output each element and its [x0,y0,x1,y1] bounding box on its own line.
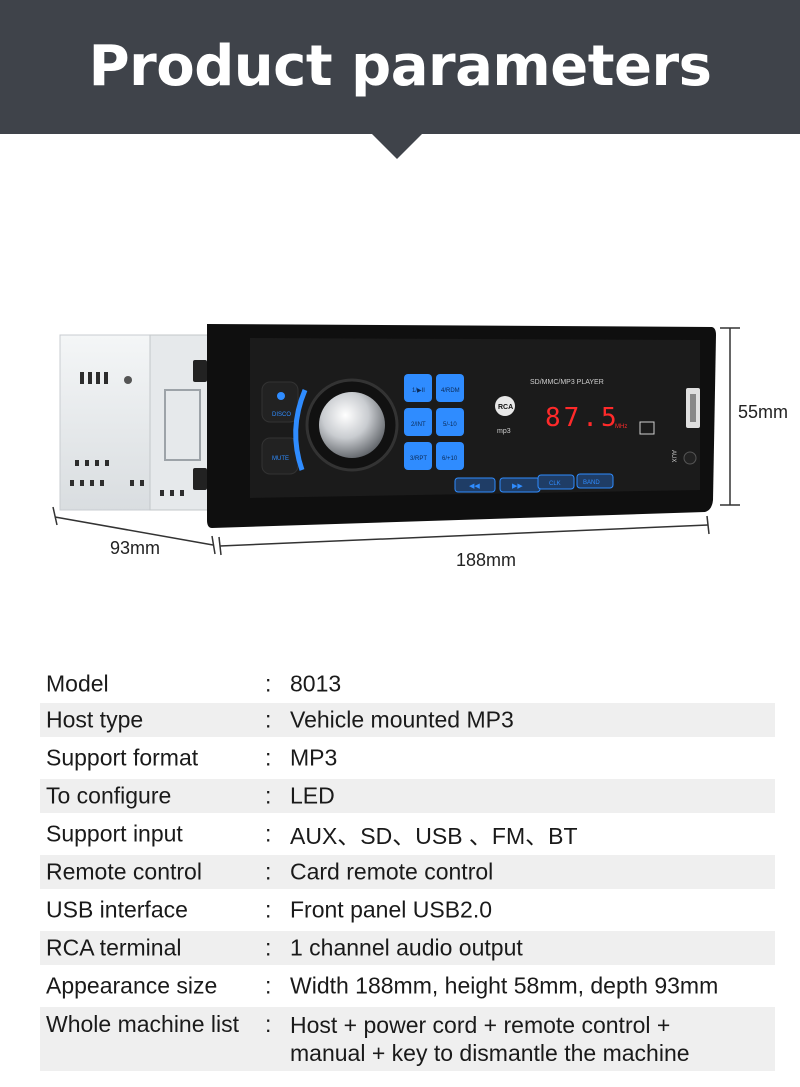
aux-jack [683,451,697,465]
chassis [59,334,216,511]
svg-text:4/RDM: 4/RDM [441,388,460,394]
mp3-badge: mp3 [497,428,511,435]
spec-colon: : [265,934,272,961]
frequency-unit: MHz [615,424,627,430]
page-title: Product parameters [88,34,712,99]
spec-colon: : [265,744,272,771]
front-panel: DISCO MUTE 1/▶II 2/INT 3/RPT 4/RDM 5/-10 [207,324,716,528]
dimension-lines [52,327,740,556]
spec-label: Remote control [46,858,202,885]
svg-text:5/-10: 5/-10 [443,422,457,428]
spec-value: AUX、SD、USB 、FM、BT [290,823,578,849]
spec-row-to-configure: To configure : LED [40,779,775,813]
svg-text:CLK: CLK [549,481,561,487]
spec-row-support-input: Support input : AUX、SD、USB 、FM、BT [40,813,775,855]
car-stereo-image: DISCO MUTE 1/▶II 2/INT 3/RPT 4/RDM 5/-10 [52,324,788,570]
spec-label: Whole machine list [46,1011,240,1037]
spec-colon: : [265,670,272,697]
spec-value: MP3 [290,744,338,771]
disco-label: DISCO [272,412,291,418]
spec-row-model: Model : 8013 [40,665,775,703]
spec-colon: : [265,858,272,885]
spec-row-host-type: Host type : Vehicle mounted MP3 [40,703,775,737]
spec-label: Model [46,670,109,697]
spec-value: Front panel USB2.0 [290,896,493,923]
svg-text:6/+10: 6/+10 [442,456,458,462]
svg-text:BAND: BAND [583,480,600,486]
svg-text:3/RPT: 3/RPT [410,456,427,462]
bottom-buttons: ◀◀ ▶▶ CLK BAND [454,473,614,493]
spec-row-whole-machine-list: Whole machine list : Host + power cord +… [40,1007,775,1071]
banner-pointer [371,133,423,159]
spec-value: 8013 [290,670,342,697]
height-dimension: 55mm [738,402,788,422]
spec-table: Model : 8013 Host type : Vehicle mounted… [40,665,775,1071]
spec-row-appearance-size: Appearance size : Width 188mm, height 58… [40,965,775,1007]
volume-knob[interactable] [319,392,385,458]
spec-value: Width 188mm, height 58mm, depth 93mm [290,972,719,999]
mute-label: MUTE [272,456,289,462]
spec-colon: : [265,896,272,923]
svg-text:2/INT: 2/INT [411,422,426,428]
spec-label: USB interface [46,896,188,923]
spec-row-rca-terminal: RCA terminal : 1 channel audio output [40,931,775,965]
spec-value: Host + power cord + remote control + man… [290,1012,690,1066]
spec-colon: : [265,782,272,809]
spec-label: To configure [46,782,172,809]
depth-dimension: 93mm [110,538,160,558]
spec-label: Support format [46,744,199,771]
spec-colon: : [265,706,272,733]
spec-colon: : [265,820,272,847]
header-banner: Product parameters [0,0,800,134]
rca-badge: RCA [498,404,513,411]
spec-colon: : [265,1011,272,1037]
spec-value: 1 channel audio output [290,934,523,961]
spec-row-support-format: Support format : MP3 [40,737,775,779]
width-dimension: 188mm [456,550,516,570]
svg-text:▶▶: ▶▶ [512,483,523,490]
svg-text:◀◀: ◀◀ [469,483,480,490]
svg-text:1/▶II: 1/▶II [412,388,425,394]
spec-label: Host type [46,706,144,733]
spec-row-usb-interface: USB interface : Front panel USB2.0 [40,889,775,931]
spec-label: RCA terminal [46,934,182,961]
frequency-display: 87.5 [545,403,620,433]
aux-label: AUX [670,450,676,462]
spec-colon: : [265,972,272,999]
device-label: SD/MMC/MP3 PLAYER [530,379,604,386]
preset-buttons: 1/▶II 2/INT 3/RPT 4/RDM 5/-10 6/+10 [404,374,464,470]
spec-label: Support input [46,820,183,847]
product-illustration: DISCO MUTE 1/▶II 2/INT 3/RPT 4/RDM 5/-10 [0,300,800,590]
spec-row-remote-control: Remote control : Card remote control [40,855,775,889]
spec-label: Appearance size [46,972,218,999]
spec-value: Card remote control [290,858,494,885]
spec-value: LED [290,782,335,809]
spec-value: Vehicle mounted MP3 [290,706,514,733]
